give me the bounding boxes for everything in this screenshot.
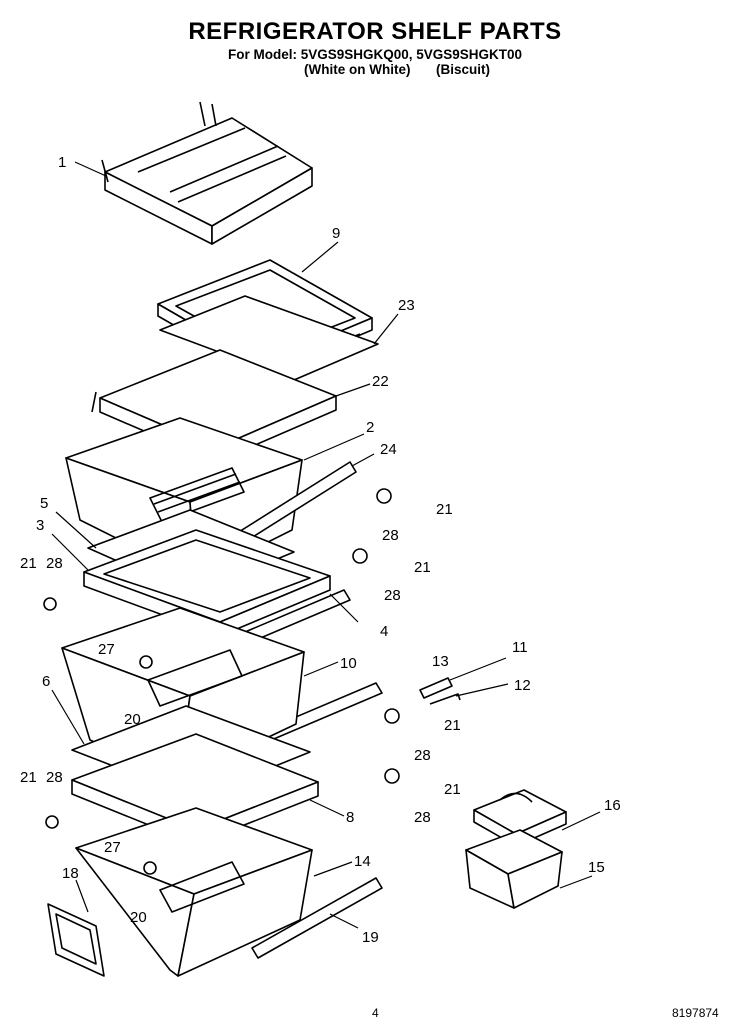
callout-10: 10: [340, 655, 357, 672]
callout-11: 11: [512, 639, 528, 656]
callout-21-c: 21: [444, 717, 461, 734]
callout-28-d: 28: [414, 809, 431, 826]
callout-27-b: 27: [104, 839, 121, 856]
document-number: 8197874: [672, 1006, 719, 1020]
callout-21: 21: [436, 501, 453, 518]
part-bracket-11: [419, 677, 453, 699]
part-rail-19: [251, 877, 383, 959]
callout-23: 23: [398, 297, 415, 314]
page-number: 4: [372, 1006, 379, 1020]
callout-labels: 1 9 23 22 2 24 21 28 5 3 21 28 21 28 4 2…: [20, 154, 621, 946]
part-egg-bin-15: [465, 829, 563, 909]
callout-16: 16: [604, 797, 621, 814]
part-clip-12: [429, 693, 461, 705]
fastener-group: [43, 488, 400, 875]
callout-12: 12: [514, 677, 531, 694]
callout-14: 14: [354, 853, 371, 870]
part-top-shelf-frame: [101, 101, 313, 245]
callout-8: 8: [346, 809, 354, 826]
callout-13: 13: [432, 653, 449, 670]
callout-24: 24: [380, 441, 397, 458]
model-line: For Model: 5VGS9SHGKQ00, 5VGS9SHGKT00: [227, 47, 523, 62]
callout-22: 22: [372, 373, 389, 390]
callout-28-b: 28: [384, 587, 401, 604]
page-title: REFRIGERATOR SHELF PARTS: [188, 18, 562, 45]
callout-9: 9: [332, 225, 340, 242]
part-cover-plate-18: [47, 903, 105, 977]
callout-28-left-b: 28: [46, 769, 63, 786]
callout-15: 15: [588, 859, 605, 876]
callout-18: 18: [62, 865, 79, 882]
callout-21-b: 21: [414, 559, 431, 576]
callout-21-d: 21: [444, 781, 461, 798]
callout-28-c: 28: [414, 747, 431, 764]
leader-lines: [51, 161, 601, 929]
callout-19: 19: [362, 929, 379, 946]
callout-28-left: 28: [46, 555, 63, 572]
callout-6: 6: [42, 673, 50, 690]
callout-5: 5: [40, 495, 48, 512]
callout-21-left-b: 21: [20, 769, 37, 786]
parts-drawing: [43, 101, 601, 977]
variant-white-label: (White on White): [304, 62, 411, 77]
callout-20: 20: [124, 711, 141, 728]
callout-20-b: 20: [130, 909, 147, 926]
callout-21-left: 21: [20, 555, 37, 572]
callout-3: 3: [36, 517, 44, 534]
variant-biscuit-label: (Biscuit): [436, 62, 490, 77]
callout-27: 27: [98, 641, 115, 658]
callout-4: 4: [380, 623, 388, 640]
callout-2: 2: [366, 419, 374, 436]
callout-28: 28: [382, 527, 399, 544]
part-bottom-pan-14: [75, 807, 313, 977]
callout-1: 1: [58, 154, 66, 171]
